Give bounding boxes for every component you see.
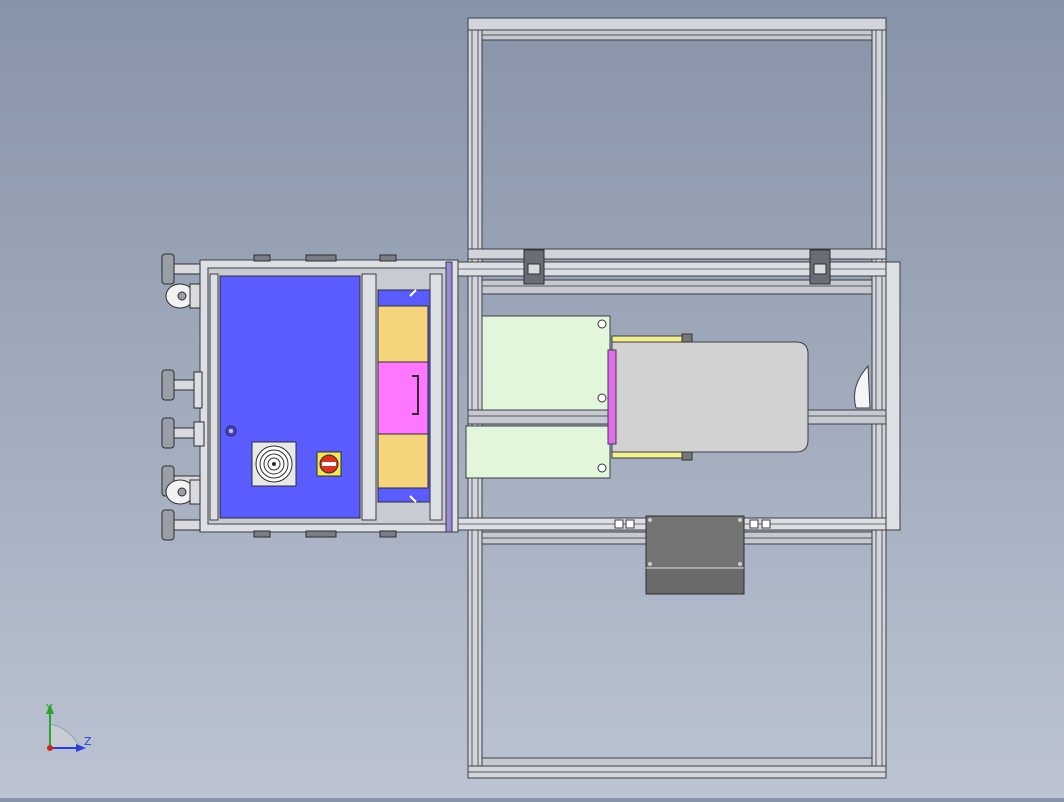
junction-box <box>645 515 745 595</box>
caster-wheel <box>165 479 201 505</box>
fixture-assembly <box>465 315 871 479</box>
door-lock-icon <box>225 425 237 437</box>
control-cabinet <box>199 254 459 538</box>
edge-fittings <box>253 254 397 538</box>
frame-beam-top <box>467 17 887 31</box>
leveling-feet <box>161 253 205 541</box>
axis-y-label: Y <box>45 702 53 715</box>
tray-handle-section <box>377 361 429 435</box>
tray-lower <box>377 433 429 489</box>
fixture-plate-lower <box>465 425 611 479</box>
hinge-bracket <box>809 249 831 285</box>
frame-beam-upper-mid <box>467 248 887 260</box>
fixture-bed <box>611 341 809 453</box>
tray-upper <box>377 305 429 363</box>
fixture-rail-lower <box>611 451 689 459</box>
hinge-bracket <box>523 249 545 285</box>
axis-triad: Y Z <box>45 702 92 752</box>
fixture-slot <box>607 349 617 445</box>
fixture-plate-upper <box>481 315 611 411</box>
main-switch-icon <box>316 451 342 477</box>
cabinet-divider <box>445 261 453 533</box>
rail-bolts <box>614 519 771 529</box>
fan-grille-icon <box>251 441 297 487</box>
axis-z-label: Z <box>84 735 92 748</box>
leveling-foot <box>161 509 201 541</box>
fixture-rail-upper <box>611 335 689 343</box>
table-rail-right <box>885 261 901 531</box>
caster-wheel <box>165 283 201 309</box>
frame-post-left <box>467 17 483 779</box>
fastener-icon <box>597 319 607 473</box>
frame-post-right <box>871 17 887 779</box>
knob-dome <box>854 364 871 409</box>
leveling-foot <box>161 253 201 285</box>
